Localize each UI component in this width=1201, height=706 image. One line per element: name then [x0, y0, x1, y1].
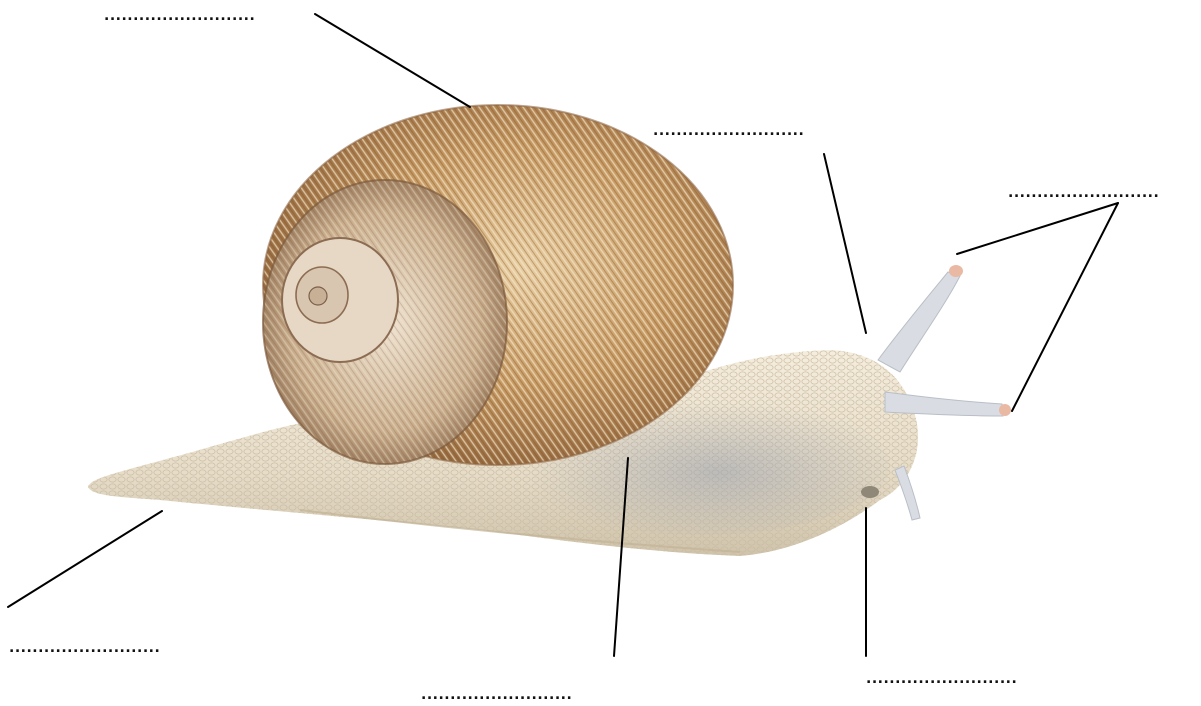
blank-label-shell[interactable]: .......................... — [104, 9, 255, 23]
leader-line-shell — [315, 14, 470, 107]
snail-shell — [263, 105, 733, 465]
blank-label-tentacle-base[interactable]: .......................... — [653, 124, 804, 138]
leader-line-upper-eye — [957, 203, 1118, 254]
leader-line-tentacle-base — [824, 154, 866, 333]
leader-line-lower-eye — [1012, 203, 1118, 411]
blank-label-eye-tentacles[interactable]: .......................... — [1008, 186, 1159, 200]
blank-label-mouth[interactable]: .......................... — [866, 672, 1017, 686]
blank-label-tail[interactable]: .......................... — [9, 641, 160, 655]
upper-eye-tentacle — [878, 272, 960, 372]
blank-label-foot[interactable]: .......................... — [421, 688, 572, 702]
lower-eye-tentacle — [885, 392, 1003, 416]
leader-line-tail — [8, 511, 162, 607]
